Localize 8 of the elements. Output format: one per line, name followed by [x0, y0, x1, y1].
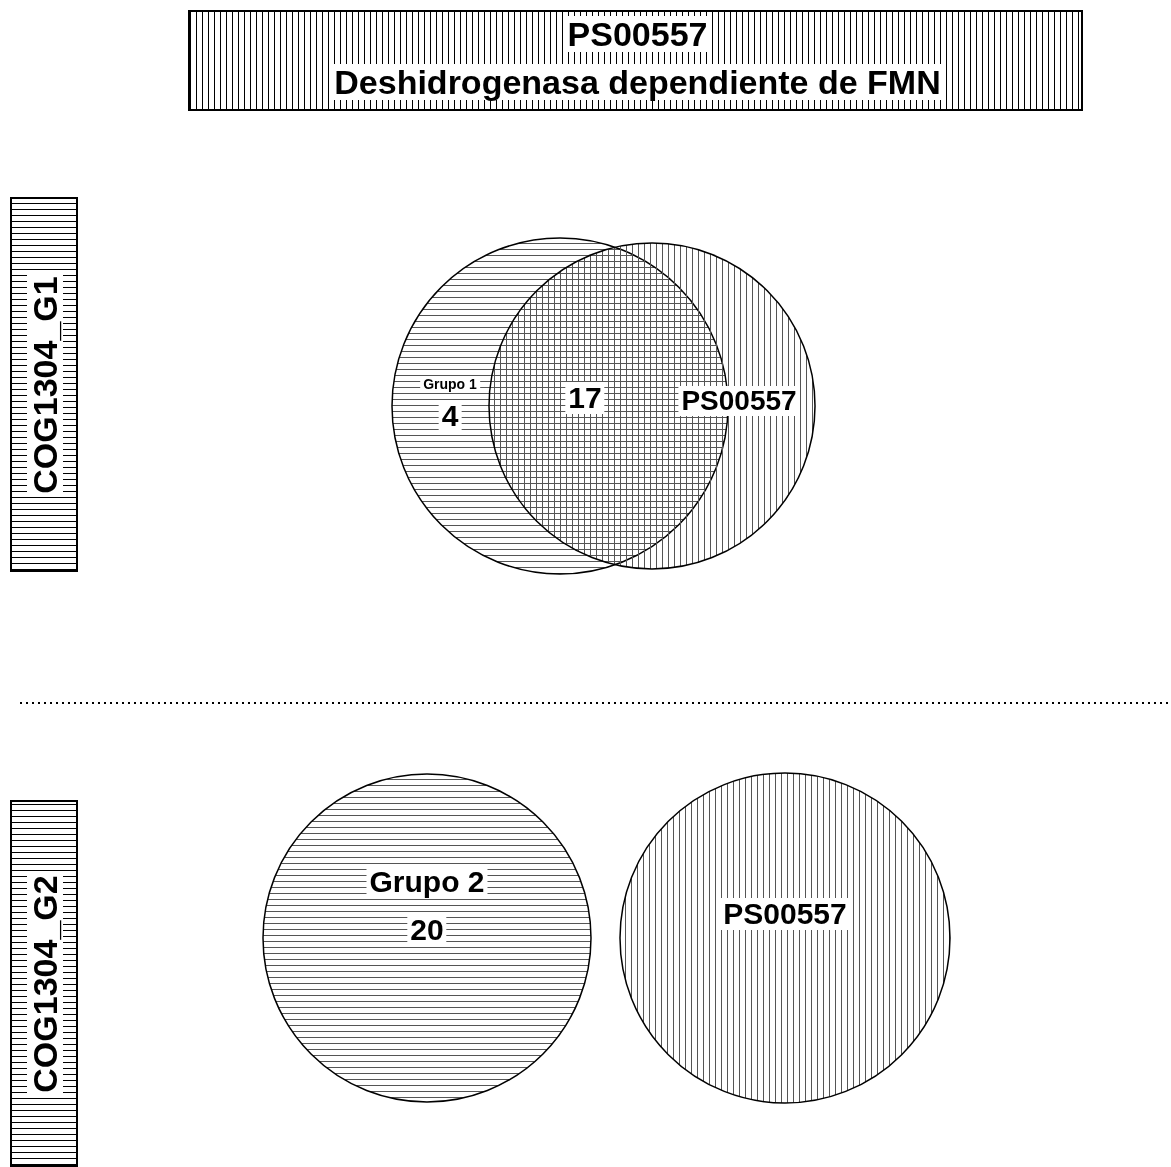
set-name: Grupo 2	[366, 866, 488, 898]
group-tag	[10, 197, 78, 572]
group-tag	[10, 800, 78, 1167]
intersection-count: 17	[565, 382, 605, 414]
set-name: PS00557	[720, 898, 850, 930]
title-banner	[188, 10, 1083, 111]
description-text: Deshidrogenasa dependiente de FMN	[331, 64, 944, 100]
set-name: Grupo 1	[420, 376, 480, 392]
